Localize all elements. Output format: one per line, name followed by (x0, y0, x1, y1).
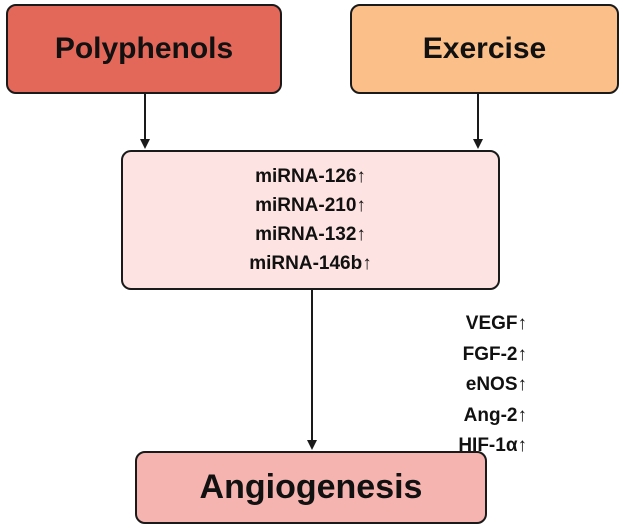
polyphenols-label: Polyphenols (54, 32, 234, 65)
mirna-item: miRNA-126↑ (255, 166, 366, 187)
angiogenic-factors-list: VEGF↑ FGF-2↑ eNOS↑ Ang-2↑ HIF-1α↑ (458, 309, 527, 462)
mirna-node: miRNA-126↑ miRNA-210↑ miRNA-132↑ miRNA-1… (121, 150, 500, 290)
mirna-item: miRNA-132↑ (255, 224, 366, 245)
factor-item: Ang-2↑ (463, 404, 527, 426)
angiogenesis-node: Angiogenesis (135, 451, 487, 524)
exercise-node: Exercise (350, 4, 619, 94)
factor-item: eNOS↑ (465, 374, 527, 395)
angiogenesis-label: Angiogenesis (199, 468, 423, 506)
mirna-item: miRNA-146b↑ (249, 253, 372, 274)
exercise-label: Exercise (422, 32, 547, 65)
factor-item: VEGF↑ (465, 313, 527, 334)
mirna-item: miRNA-210↑ (255, 195, 366, 216)
polyphenols-node: Polyphenols (6, 4, 282, 94)
factor-item: HIF-1α↑ (458, 435, 527, 456)
factor-item: FGF-2↑ (462, 343, 527, 365)
